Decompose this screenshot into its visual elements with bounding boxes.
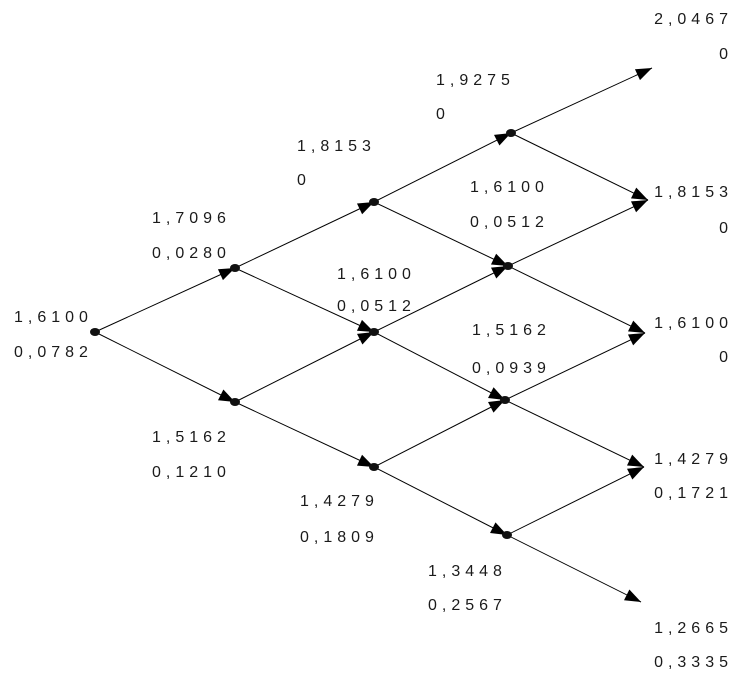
price-label-n4_0: 2,0467 xyxy=(654,11,733,28)
node-dot-n3_1 xyxy=(503,262,513,270)
edge-n1_1-n2_2 xyxy=(234,401,375,468)
edge-n3_2-n4_2 xyxy=(504,332,646,401)
value-label-n2_1: 0,0512 xyxy=(337,298,416,315)
value-label-n4_4: 0,3335 xyxy=(654,654,733,671)
arrowhead-n3_1-n4_2 xyxy=(627,320,645,333)
node-dot-n2_0 xyxy=(369,198,379,206)
price-label-n4_2: 1,6100 xyxy=(654,315,733,332)
edge-n3_0-n4_1 xyxy=(510,132,649,201)
node-dot-n2_1 xyxy=(369,328,379,336)
arrowhead-n1_1-n2_2 xyxy=(356,454,374,467)
arrowhead-n2_2-n3_2 xyxy=(488,400,505,413)
value-label-n2_0: 0 xyxy=(297,172,311,189)
arrowhead-n2_0-n3_0 xyxy=(494,133,511,146)
edge-n3_2-n4_3 xyxy=(504,399,645,468)
arrowhead-n3_3-n4_4 xyxy=(624,589,641,602)
arrowhead-n3_0-n4_0 xyxy=(634,68,652,81)
price-label-n3_2: 1,5162 xyxy=(472,322,551,339)
value-label-n3_1: 0,0512 xyxy=(470,214,549,231)
price-label-n4_4: 1,2665 xyxy=(654,620,733,637)
value-label-n4_2: 0 xyxy=(719,349,733,366)
node-dot-n3_2 xyxy=(500,396,510,404)
arrowhead-n1_0-n2_1 xyxy=(356,319,374,332)
edge-n3_0-n4_0 xyxy=(510,67,653,134)
price-label-n4_1: 1,8153 xyxy=(654,184,733,201)
value-label-n1_0: 0,0280 xyxy=(152,245,231,262)
arrowhead-n3_2-n4_2 xyxy=(627,333,645,346)
arrowhead-n2_2-n3_3 xyxy=(490,522,507,535)
price-label-n2_1: 1,6100 xyxy=(337,266,416,283)
arrowhead-n1_0-n2_0 xyxy=(356,202,374,215)
edge-n3_1-n4_2 xyxy=(507,265,646,334)
tree-labels: 1,6100 0,0782 1,7096 0,0280 1,5162 0,1210 1,81… xyxy=(14,11,733,671)
price-label-n1_1: 1,5162 xyxy=(152,429,231,446)
node-dot-n1_1 xyxy=(230,398,240,406)
price-label-n2_0: 1,8153 xyxy=(297,138,376,155)
price-label-n3_1: 1,6100 xyxy=(470,179,549,196)
arrowhead-n0_0-n1_0 xyxy=(217,268,235,281)
value-label-n2_2: 0,1809 xyxy=(300,529,379,546)
value-label-n4_3: 0,1721 xyxy=(654,485,733,502)
node-dot-n1_0 xyxy=(230,264,240,272)
value-label-n3_2: 0,0939 xyxy=(472,360,551,377)
edge-n3_3-n4_4 xyxy=(506,534,642,603)
value-label-n1_1: 0,1210 xyxy=(152,464,231,481)
edge-n2_0-n3_1 xyxy=(373,201,509,267)
node-dot-n3_0 xyxy=(506,129,516,137)
value-label-n0_0: 0,0782 xyxy=(14,344,93,361)
edge-n3_3-n4_3 xyxy=(506,466,645,536)
edge-n2_2-n3_3 xyxy=(373,466,508,536)
edge-n2_0-n3_0 xyxy=(373,132,512,203)
edge-n3_1-n4_1 xyxy=(507,199,649,267)
edge-n1_0-n2_1 xyxy=(234,267,375,333)
value-label-n3_0: 0 xyxy=(436,106,450,123)
value-label-n4_1: 0 xyxy=(719,220,733,237)
node-dot-n0_0 xyxy=(90,328,100,336)
edge-n2_1-n3_1 xyxy=(373,265,509,333)
tree-edges xyxy=(94,67,653,603)
price-label-n3_3: 1,3448 xyxy=(428,563,507,580)
price-label-n4_3: 1,4279 xyxy=(654,451,733,468)
value-label-n3_3: 0,2567 xyxy=(428,597,507,614)
arrowhead-n0_0-n1_1 xyxy=(218,389,235,402)
edge-n0_0-n1_1 xyxy=(94,331,236,403)
arrowhead-n3_1-n4_1 xyxy=(630,200,648,213)
node-dot-n2_2 xyxy=(369,463,379,471)
arrowhead-n3_2-n4_3 xyxy=(626,454,644,467)
edge-n2_1-n3_2 xyxy=(373,331,506,401)
arrowhead-n2_0-n3_1 xyxy=(490,253,508,266)
arrowhead-n3_0-n4_1 xyxy=(630,187,648,200)
edge-n0_0-n1_0 xyxy=(94,267,236,333)
tree-nodes xyxy=(90,129,516,539)
arrowhead-n3_3-n4_3 xyxy=(627,467,644,480)
edge-n1_0-n2_0 xyxy=(234,201,375,269)
value-label-n4_0: 0 xyxy=(719,46,733,63)
price-label-n2_2: 1,4279 xyxy=(300,493,379,510)
arrowhead-n2_1-n3_1 xyxy=(490,266,508,279)
price-label-n0_0: 1,6100 xyxy=(14,309,93,326)
price-label-n3_0: 1,9275 xyxy=(436,72,515,89)
edge-n1_1-n2_1 xyxy=(234,331,375,403)
edge-n2_2-n3_2 xyxy=(373,399,506,468)
arrowhead-n1_1-n2_1 xyxy=(357,332,374,345)
arrowhead-n2_1-n3_2 xyxy=(488,387,505,400)
node-dot-n3_3 xyxy=(502,531,512,539)
price-label-n1_0: 1,7096 xyxy=(152,210,231,227)
